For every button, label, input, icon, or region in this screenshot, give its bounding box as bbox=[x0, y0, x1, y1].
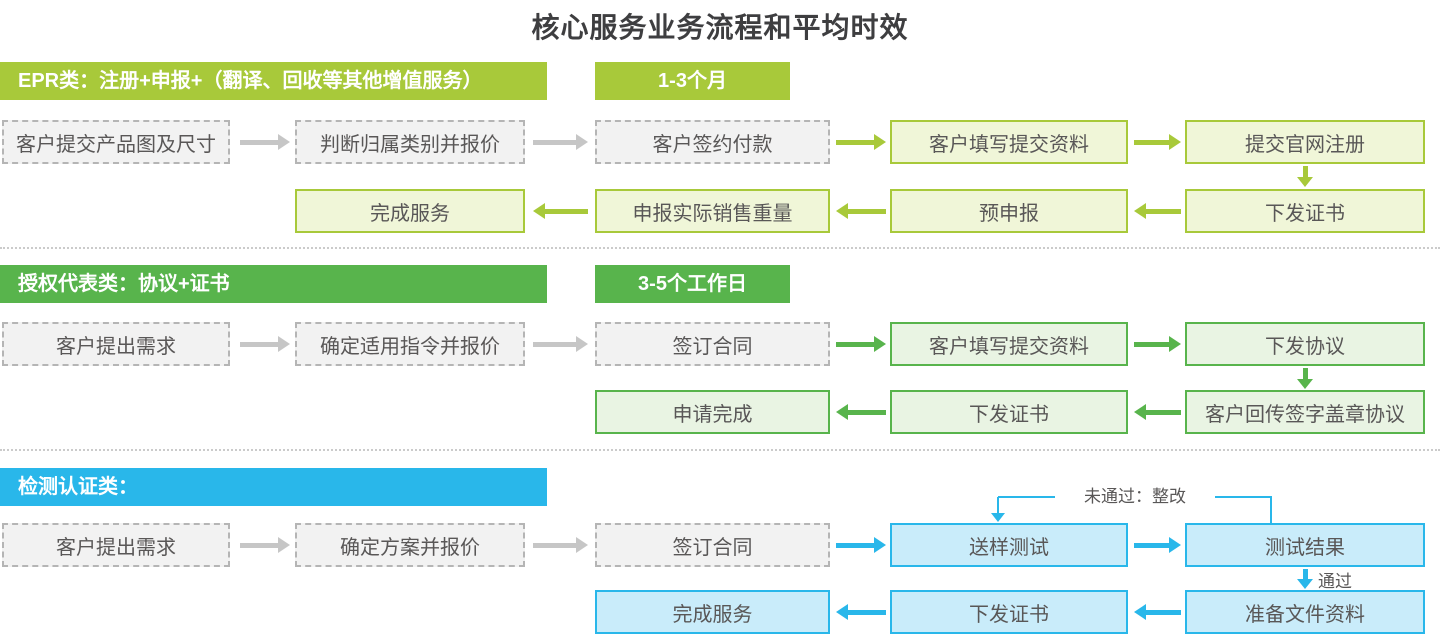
agent-row1-step-4: 客户填写提交资料 bbox=[890, 322, 1128, 366]
flow-arrow-right-icon bbox=[1134, 133, 1181, 151]
epr-row1-step-4: 客户填写提交资料 bbox=[890, 120, 1128, 164]
pass-label: 通过 bbox=[1318, 572, 1352, 591]
flow-arrow-left-icon bbox=[836, 403, 886, 421]
agent-row1-step-3: 签订合同 bbox=[595, 322, 830, 366]
flow-arrow-down-icon bbox=[1296, 368, 1314, 389]
page-title: 核心服务业务流程和平均时效 bbox=[531, 12, 909, 43]
test-row1-step-2: 确定方案并报价 bbox=[295, 523, 525, 567]
loop-line-vertical-right bbox=[1270, 497, 1272, 523]
flow-arrow-right-icon bbox=[533, 133, 588, 151]
epr-duration-badge: 1-3个月 bbox=[595, 62, 790, 100]
test-row1-step-1: 客户提出需求 bbox=[2, 523, 230, 567]
loop-arrow-down-icon bbox=[991, 513, 1005, 522]
flow-arrow-right-icon bbox=[836, 335, 886, 353]
flow-arrow-left-icon bbox=[533, 202, 588, 220]
flow-arrow-right-icon bbox=[533, 536, 588, 554]
test-row2-step-1: 准备文件资料 bbox=[1185, 590, 1425, 634]
loop-line-vertical-left bbox=[997, 497, 999, 513]
flow-arrow-left-icon bbox=[1134, 603, 1181, 621]
epr-row1-step-2: 判断归属类别并报价 bbox=[295, 120, 525, 164]
test-section-header: 检测认证类： bbox=[0, 468, 547, 506]
flow-arrow-right-icon bbox=[533, 335, 588, 353]
flow-arrow-right-icon bbox=[836, 133, 886, 151]
flow-arrow-right-icon bbox=[240, 335, 290, 353]
flow-arrow-right-icon bbox=[240, 536, 290, 554]
flow-arrow-down-icon bbox=[1296, 166, 1314, 187]
epr-row2-step-4: 完成服务 bbox=[295, 189, 525, 233]
flow-arrow-left-icon bbox=[836, 603, 886, 621]
flow-arrow-left-icon bbox=[1134, 202, 1181, 220]
agent-row1-step-5: 下发协议 bbox=[1185, 322, 1425, 366]
test-row1-step-3: 签订合同 bbox=[595, 523, 830, 567]
epr-row2-step-2: 预申报 bbox=[890, 189, 1128, 233]
flow-arrow-left-icon bbox=[836, 202, 886, 220]
agent-row1-step-2: 确定适用指令并报价 bbox=[295, 322, 525, 366]
agent-row2-step-2: 下发证书 bbox=[890, 390, 1128, 434]
test-row1-step-5: 测试结果 bbox=[1185, 523, 1425, 567]
section-divider bbox=[0, 449, 1440, 451]
epr-row2-step-3: 申报实际销售重量 bbox=[595, 189, 830, 233]
agent-section-header: 授权代表类：协议+证书 bbox=[0, 265, 547, 303]
test-row1-step-4: 送样测试 bbox=[890, 523, 1128, 567]
fail-label: 未通过：整改 bbox=[1055, 486, 1215, 508]
test-row2-step-3: 完成服务 bbox=[595, 590, 830, 634]
epr-section-header: EPR类：注册+申报+（翻译、回收等其他增值服务） bbox=[0, 62, 547, 100]
test-row2-step-2: 下发证书 bbox=[890, 590, 1128, 634]
agent-row1-step-1: 客户提出需求 bbox=[2, 322, 230, 366]
flow-arrow-right-icon bbox=[836, 536, 886, 554]
epr-row1-step-5: 提交官网注册 bbox=[1185, 120, 1425, 164]
section-divider bbox=[0, 247, 1440, 249]
epr-row2-step-1: 下发证书 bbox=[1185, 189, 1425, 233]
flow-arrow-right-icon bbox=[1134, 536, 1181, 554]
flow-arrow-down-icon bbox=[1296, 569, 1314, 589]
epr-row1-step-3: 客户签约付款 bbox=[595, 120, 830, 164]
flow-arrow-right-icon bbox=[240, 133, 290, 151]
agent-duration-badge: 3-5个工作日 bbox=[595, 265, 790, 303]
flow-arrow-right-icon bbox=[1134, 335, 1181, 353]
agent-row2-step-1: 客户回传签字盖章协议 bbox=[1185, 390, 1425, 434]
epr-row1-step-1: 客户提交产品图及尺寸 bbox=[2, 120, 230, 164]
agent-row2-step-3: 申请完成 bbox=[595, 390, 830, 434]
flow-arrow-left-icon bbox=[1134, 403, 1181, 421]
